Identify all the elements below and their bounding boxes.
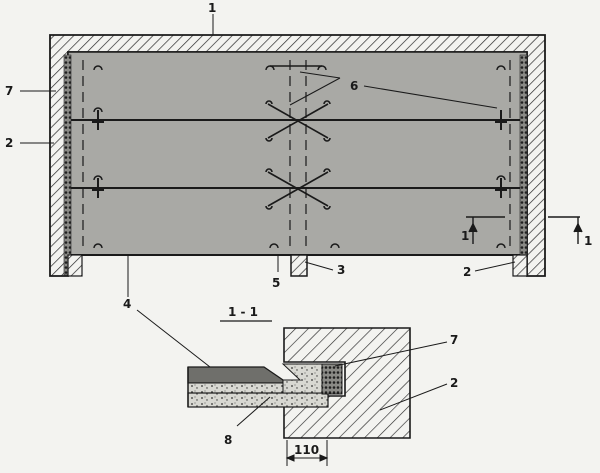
- column-dashed-lines: [82, 60, 511, 252]
- right-support: [512, 254, 528, 277]
- label-section-wall: 2: [450, 376, 458, 390]
- center-column: [290, 254, 308, 277]
- cross-ties: [265, 65, 331, 210]
- left-seal-strip: [63, 54, 72, 276]
- label-wall-right: 2: [463, 265, 471, 279]
- label-dimension: 110: [294, 443, 319, 457]
- seam-anchors: [92, 110, 507, 198]
- label-section-seal: 7: [450, 333, 458, 347]
- section-mark-right: [548, 216, 583, 244]
- section-seal: [321, 363, 343, 395]
- dimension-line: [285, 440, 329, 466]
- label-section-title: 1 - 1: [228, 305, 258, 319]
- label-loop-bottom: 5: [272, 276, 280, 290]
- section-mortar: [281, 363, 323, 394]
- label-wall-left: 2: [5, 136, 13, 150]
- label-section-left: 1: [461, 229, 469, 243]
- section-panel: [187, 366, 329, 408]
- label-seal-left: 7: [5, 84, 13, 98]
- label-panel: 4: [123, 297, 131, 311]
- right-seal-strip: [519, 54, 528, 276]
- section-leaders: [136, 309, 448, 427]
- label-section-right: 1: [584, 234, 592, 248]
- label-anchors: 6: [350, 79, 358, 93]
- panel-field: [67, 51, 528, 256]
- label-column: 3: [337, 263, 345, 277]
- label-wall-top: 1: [208, 1, 216, 15]
- left-support: [67, 254, 83, 277]
- leader-lines: [20, 14, 516, 297]
- section-mark-left: [466, 216, 505, 244]
- label-section-base: 8: [224, 433, 232, 447]
